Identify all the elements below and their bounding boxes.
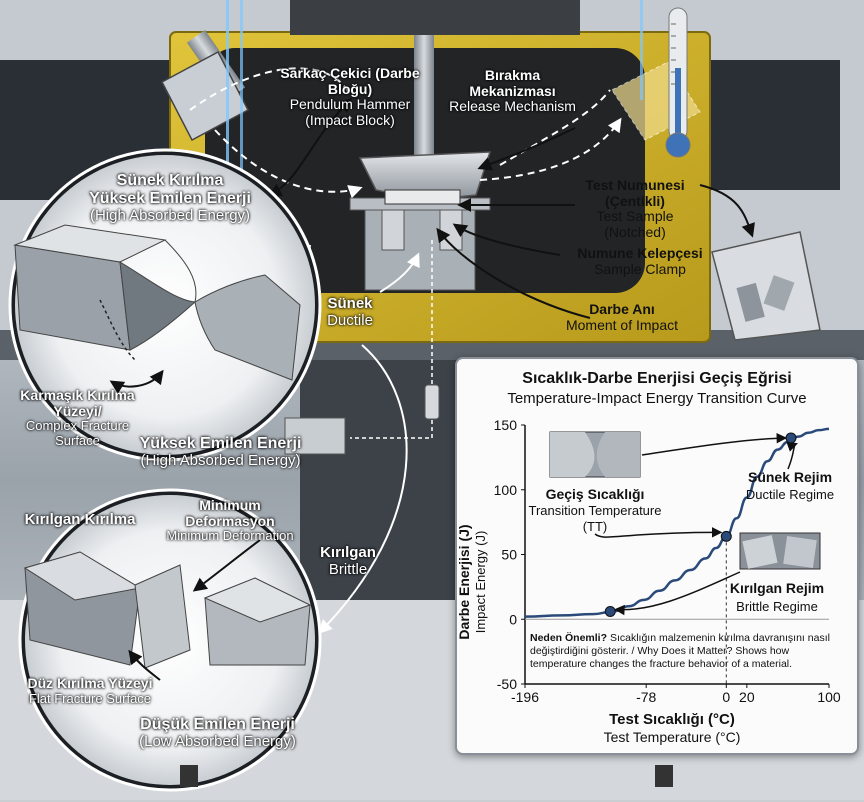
hammer-label: Sarkaç Çekici (Darbe Bloğu) Pendulum Ham…	[270, 65, 430, 129]
impact-label: Darbe Anı Moment of Impact	[552, 301, 692, 333]
brittle-surface-en: Flat Fracture Surface	[28, 690, 152, 706]
ductile-arrow-label: Sünek Ductile	[310, 295, 390, 330]
chart-xlabel-en: Test Temperature (°C)	[604, 729, 741, 745]
ductile-title: Sünek Kırılma Yüksek Emilen Enerji (High…	[50, 172, 290, 225]
data-point	[604, 605, 616, 617]
ductile-regime-en: Ductile Regime	[746, 487, 834, 502]
release-label-tr: Bırakma Mekanizması	[469, 67, 556, 99]
note-bold: Neden Önemli?	[530, 632, 608, 644]
ductile-surface-en: Complex Fracture Surface	[25, 418, 130, 448]
chart-ylabel-en: Impact Energy (J)	[473, 531, 488, 634]
x-tick-label: 100	[817, 689, 841, 705]
brittle-deform-label: Minimum Deformasyon Minimum Deformation	[155, 497, 305, 544]
ductile-thumbnail	[549, 431, 641, 478]
chart-points	[604, 432, 797, 617]
y-tick-label: 0	[509, 611, 517, 627]
brittle-title: Kırılgan Kırılma	[15, 511, 145, 529]
ductile-regime-tr: Sünek Rejim	[748, 469, 832, 485]
brittle-regime-tr: Kırılgan Rejim	[730, 580, 824, 596]
brittle-title-tr: Kırılgan Kırılma	[24, 511, 136, 528]
brittle-regime-arrow	[614, 571, 741, 616]
clamp-label-en: Sample Clamp	[594, 260, 686, 277]
chart-guides	[594, 432, 798, 684]
transition-arrow	[594, 527, 723, 538]
x-tick-label: 20	[739, 689, 755, 705]
brittle-thumbnail	[739, 532, 821, 570]
ductile-title-tr: Sünek Kırılma	[116, 172, 224, 189]
y-tick-label: -50	[497, 676, 517, 692]
x-tick-label: -196	[511, 689, 539, 705]
chart-ticks: -50 0 50 100 150 -196 -78 0 20 100	[494, 417, 841, 705]
clamp-label: Numune Kelepçesi Sample Clamp	[560, 245, 720, 277]
brittle-energy-tr: Düşük Emilen Enerji	[140, 716, 295, 733]
transition-temp-extra: (TT)	[583, 519, 608, 534]
clamp-label-tr: Numune Kelepçesi	[577, 245, 703, 261]
brittle-arrow-label-en: Brittle	[328, 560, 368, 578]
ductile-arrow-label-tr: Sünek	[327, 295, 373, 312]
brittle-deform-tr: Minimum Deformasyon	[185, 497, 275, 529]
x-tick-label: 0	[722, 689, 730, 705]
note-text: Sıcaklığın malzemenin kırılma davranışın…	[530, 632, 830, 671]
brittle-regime-en: Brittle Regime	[736, 599, 818, 614]
x-tick-label: -78	[636, 689, 656, 705]
ductile-subtitle-en: (High Absorbed Energy)	[89, 206, 251, 224]
brittle-energy-label: Düşük Emilen Enerji (Low Absorbed Energy…	[120, 716, 315, 751]
chart-xlabel: Test Sıcaklığı (°C)	[609, 711, 735, 728]
sample-label-en: Test Sample (Notched)	[596, 208, 674, 241]
ductile-energy-en: (High Absorbed Energy)	[140, 451, 301, 469]
y-tick-label: 100	[494, 482, 518, 498]
hammer-label-tr: Sarkaç Çekici (Darbe Bloğu)	[280, 65, 420, 97]
transition-curve-chart: Sıcaklık-Darbe Enerjisi Geçiş Eğrisi Tem…	[456, 370, 841, 745]
y-tick-label: 150	[494, 417, 518, 433]
chart-ylabel: Darbe Enerjisi (J)	[456, 524, 472, 639]
why-it-matters-note: Neden Önemli? Sıcaklığın malzemenin kırı…	[530, 632, 830, 671]
ductile-surface-label: Karmaşık Kırılma Yüzeyi/ Complex Fractur…	[15, 387, 140, 448]
release-label-en: Release Mechanism	[449, 98, 576, 115]
ductile-regime-arrow	[786, 441, 798, 470]
brittle-energy-en: (Low Absorbed Energy)	[139, 732, 296, 750]
release-label: Bırakma Mekanizması Release Mechanism	[440, 67, 585, 115]
brittle-deform-en: Minimum Deformation	[166, 528, 294, 544]
impact-label-tr: Darbe Anı	[589, 301, 655, 317]
sample-label: Test Numunesi (Çentikli) Test Sample (No…	[570, 177, 700, 241]
brittle-arrow-label: Kırılgan Brittle	[303, 544, 393, 579]
brittle-arrow-label-tr: Kırılgan	[320, 544, 376, 561]
ductile-energy-label: Yüksek Emilen Enerji (High Absorbed Ener…	[128, 435, 313, 470]
data-point	[785, 432, 797, 444]
brittle-surface-label: Düz Kırılma Yüzeyi Flat Fracture Surface	[20, 675, 160, 706]
chart-title: Sıcaklık-Darbe Enerjisi Geçiş Eğrisi	[522, 370, 791, 387]
ductile-surface-tr: Karmaşık Kırılma Yüzeyi/	[20, 387, 135, 419]
ductile-thumb-arrow	[641, 432, 788, 456]
sample-label-tr: Test Numunesi (Çentikli)	[585, 177, 685, 209]
y-tick-label: 50	[501, 547, 517, 563]
transition-temp-en: Transition Temperature	[529, 503, 662, 518]
data-point	[720, 530, 732, 542]
impact-label-en: Moment of Impact	[565, 316, 679, 333]
hammer-label-en: Pendulum Hammer (Impact Block)	[289, 96, 411, 129]
ductile-subtitle-tr: Yüksek Emilen Enerji	[89, 189, 251, 207]
chart-subtitle: Temperature-Impact Energy Transition Cur…	[507, 390, 806, 407]
ductile-energy-tr: Yüksek Emilen Enerji	[139, 435, 302, 452]
brittle-surface-tr: Düz Kırılma Yüzeyi	[27, 675, 153, 691]
transition-temp-tr: Geçiş Sıcaklığı	[546, 486, 645, 502]
ductile-arrow-label-en: Ductile	[327, 311, 373, 329]
